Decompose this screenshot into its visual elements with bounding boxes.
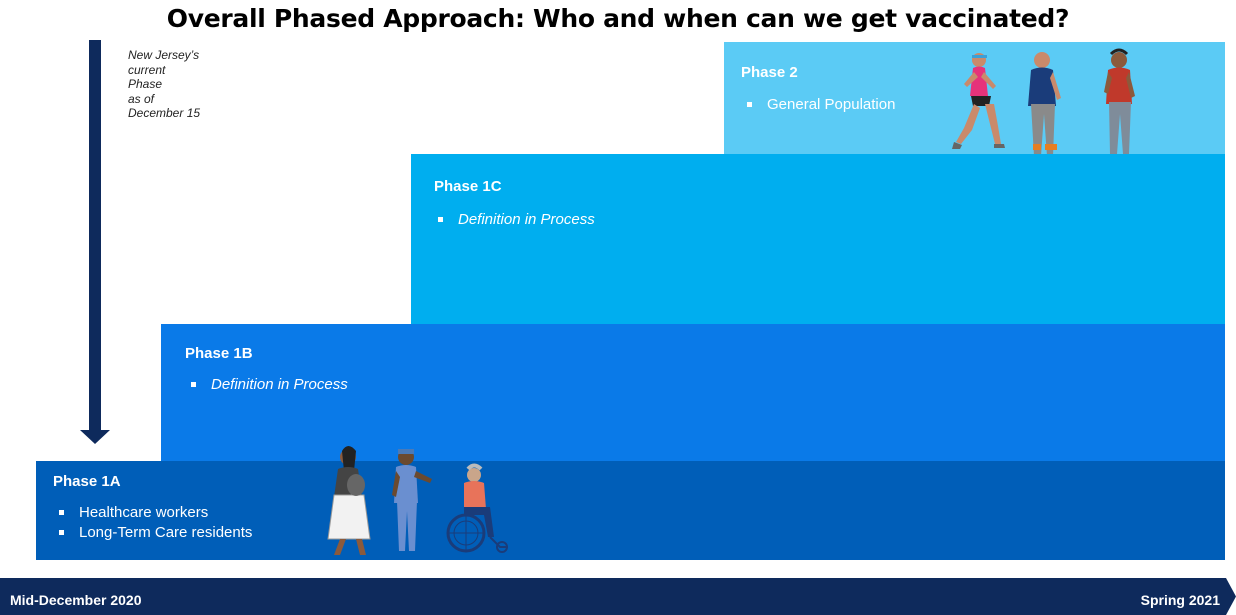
- list-item: Long-Term Care residents: [53, 523, 252, 543]
- phase-1a-step: Phase 1A Healthcare workers Long-Term Ca…: [36, 446, 1225, 560]
- current-phase-note: New Jersey’s current Phase as of Decembe…: [128, 48, 201, 120]
- phase-2-list: General Population: [741, 95, 895, 115]
- phase-1b-list: Definition in Process: [185, 375, 348, 395]
- timeline-start-label: Mid-December 2020: [10, 592, 142, 608]
- healthcare-people-icon: [327, 446, 508, 555]
- phase-1c-list: Definition in Process: [432, 210, 595, 230]
- current-phase-arrow: [89, 40, 101, 432]
- arrow-head-icon: [80, 430, 110, 444]
- phase-1c-title: Phase 1C: [434, 178, 502, 195]
- timeline-arrow-icon: [0, 578, 1236, 615]
- list-item: General Population: [741, 95, 895, 115]
- phase-2-step: Phase 2 General Population: [724, 42, 1225, 156]
- phase-1a-title: Phase 1A: [53, 473, 121, 490]
- general-population-people-icon: [952, 48, 1135, 156]
- phase-1b-title: Phase 1B: [185, 345, 253, 362]
- list-item: Definition in Process: [432, 210, 595, 230]
- phase-1b-step: Phase 1B Definition in Process: [161, 324, 1225, 461]
- phase-1c-step: Phase 1C Definition in Process: [411, 154, 1225, 324]
- timeline-bar: Mid-December 2020 Spring 2021: [0, 578, 1236, 615]
- list-item: Healthcare workers: [53, 503, 252, 523]
- page-title: Overall Phased Approach: Who and when ca…: [166, 4, 1070, 33]
- phase-2-title: Phase 2: [741, 64, 798, 81]
- list-item: Definition in Process: [185, 375, 348, 395]
- phase-1a-list: Healthcare workers Long-Term Care reside…: [53, 503, 252, 543]
- timeline-end-label: Spring 2021: [1140, 592, 1220, 608]
